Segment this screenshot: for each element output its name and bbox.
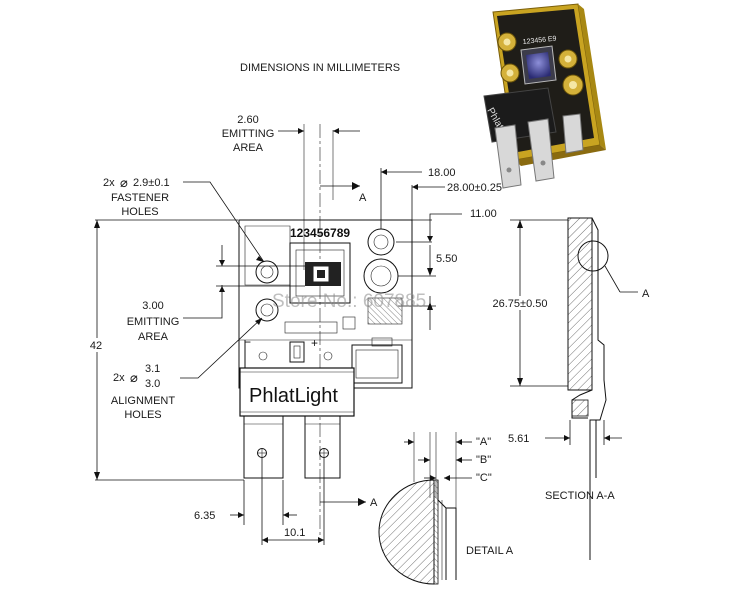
dim-emitting-label: EMITTING [222, 128, 275, 140]
dimension-annotations: 2.60 EMITTING AREA 2x ⌀ 2.9±0.1 FASTENER… [86, 114, 502, 545]
ref-b: "B" [476, 454, 491, 466]
fastener-holes-label: HOLES [121, 206, 158, 218]
section-view: A 26.75±0.50 5.61 SECTION A-A [482, 217, 650, 560]
ref-a: "A" [476, 436, 491, 448]
fastener-label: FASTENER [111, 192, 169, 204]
front-view: 123456789 − + [238, 124, 413, 540]
dim-101: 10.1 [284, 527, 305, 539]
detail-callout-a: A [642, 288, 650, 300]
watermark: Store No.: 607885 [272, 291, 426, 312]
dim-1100: 11.00 [470, 208, 497, 220]
align-bottom: 3.0 [145, 378, 160, 390]
serial-number: 123456789 [290, 226, 350, 240]
align-diameter-symbol: ⌀ [130, 371, 138, 386]
section-marker-bottom: A [370, 497, 378, 509]
dim-550: 5.50 [436, 253, 457, 265]
section-caption: SECTION A-A [545, 490, 615, 502]
brand-label: PhlatLight [249, 385, 338, 407]
dim-561: 5.61 [508, 433, 529, 445]
dotted-component-area [367, 297, 403, 325]
alignment-label: ALIGNMENT [111, 395, 175, 407]
dim-emit-300-emitting: EMITTING [127, 316, 180, 328]
dim-emit-300: 3.00 [142, 300, 163, 312]
detail-view: "A" "B" "C" DETAIL A [378, 432, 514, 585]
dim-height-42: 42 [90, 340, 102, 352]
section-marker-top: A [359, 192, 367, 204]
detail-caption: DETAIL A [466, 545, 514, 557]
drawing-title: DIMENSIONS IN MILLIMETERS [240, 62, 400, 74]
polarity-plus: + [311, 336, 318, 350]
dim-2800: 28.00±0.25 [447, 182, 502, 194]
fastener-count: 2x [103, 177, 115, 189]
align-top: 3.1 [145, 363, 160, 375]
alignment-holes-label: HOLES [124, 409, 161, 421]
dim-1800: 18.00 [428, 167, 456, 179]
dim-2675: 26.75±0.50 [493, 298, 548, 310]
dim-area-label: AREA [233, 142, 264, 154]
product-serial-3d: 123456 E9 [522, 35, 557, 46]
ref-c: "C" [476, 472, 492, 484]
polarity-minus: − [244, 335, 251, 349]
fastener-size: 2.9±0.1 [133, 177, 170, 189]
product-3d-rendering: 123456 E9 PhlatLight [483, 3, 606, 189]
align-count: 2x [113, 372, 125, 384]
dim-emit-260: 2.60 [237, 114, 258, 126]
dim-emit-300-area: AREA [138, 331, 169, 343]
diameter-symbol: ⌀ [120, 176, 128, 191]
dim-635: 6.35 [194, 510, 215, 522]
